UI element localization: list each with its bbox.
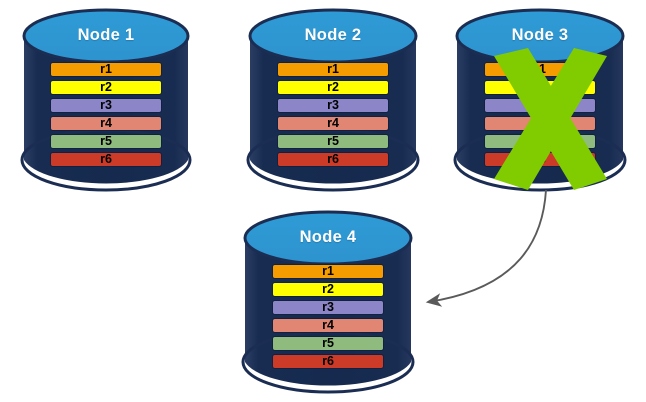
row-label: r4 (322, 318, 334, 333)
row-item[interactable]: r1 (272, 264, 384, 279)
row-label: r5 (100, 134, 112, 149)
row-item[interactable]: r5 (272, 336, 384, 351)
row-label: r6 (322, 354, 334, 369)
row-label: r3 (534, 98, 546, 113)
row-item[interactable]: r2 (272, 282, 384, 297)
row-item[interactable]: r2 (277, 80, 389, 95)
row-list: r1 r2 r3 r4 r5 r6 (272, 264, 384, 369)
row-item[interactable]: r1 (50, 62, 162, 77)
row-label: r5 (322, 336, 334, 351)
row-item[interactable]: r4 (272, 318, 384, 333)
row-label: r1 (327, 62, 339, 77)
node-title: Node 1 (77, 26, 135, 44)
row-label: r4 (534, 116, 546, 131)
row-label: r6 (100, 152, 112, 167)
row-label: r6 (534, 152, 546, 167)
row-item[interactable]: r1 (277, 62, 389, 77)
row-label: r4 (327, 116, 339, 131)
row-label: r4 (100, 116, 112, 131)
row-item[interactable]: r6 (277, 152, 389, 167)
row-label: r1 (322, 264, 334, 279)
row-label: r3 (100, 98, 112, 113)
row-item[interactable]: r4 (277, 116, 389, 131)
row-label: r5 (327, 134, 339, 149)
row-item[interactable]: r1 (484, 62, 596, 77)
row-label: r1 (534, 62, 546, 77)
row-label: r2 (100, 80, 112, 95)
row-item[interactable]: r3 (277, 98, 389, 113)
row-label: r2 (322, 282, 334, 297)
row-item[interactable]: r5 (484, 134, 596, 149)
row-label: r6 (327, 152, 339, 167)
row-label: r3 (327, 98, 339, 113)
arrow-path (425, 189, 547, 307)
row-item[interactable]: r5 (277, 134, 389, 149)
row-list: r1 r2 r3 r4 r5 r6 (484, 62, 596, 167)
row-item[interactable]: r3 (484, 98, 596, 113)
row-label: r2 (534, 80, 546, 95)
row-item[interactable]: r3 (50, 98, 162, 113)
node-title: Node 3 (511, 26, 569, 44)
row-label: r1 (100, 62, 112, 77)
node-2[interactable]: Node 2 r1 r2 r3 r4 r5 r6 (246, 8, 420, 192)
node-title: Node 2 (304, 26, 362, 44)
row-item[interactable]: r2 (484, 80, 596, 95)
row-item[interactable]: r6 (272, 354, 384, 369)
row-item[interactable]: r5 (50, 134, 162, 149)
row-label: r3 (322, 300, 334, 315)
node-3[interactable]: Node 3 r1 r2 r3 r4 r5 r6 (453, 8, 627, 192)
row-item[interactable]: r4 (484, 116, 596, 131)
node-title: Node 4 (299, 228, 357, 246)
row-item[interactable]: r3 (272, 300, 384, 315)
row-label: r5 (534, 134, 546, 149)
row-label: r2 (327, 80, 339, 95)
node-1[interactable]: Node 1 r1 r2 r3 r4 r5 r6 (20, 8, 192, 192)
row-item[interactable]: r6 (50, 152, 162, 167)
row-list: r1 r2 r3 r4 r5 r6 (277, 62, 389, 167)
row-item[interactable]: r2 (50, 80, 162, 95)
node-4[interactable]: Node 4 r1 r2 r3 r4 r5 r6 (241, 210, 415, 394)
row-item[interactable]: r4 (50, 116, 162, 131)
row-list: r1 r2 r3 r4 r5 r6 (50, 62, 162, 167)
row-item[interactable]: r6 (484, 152, 596, 167)
